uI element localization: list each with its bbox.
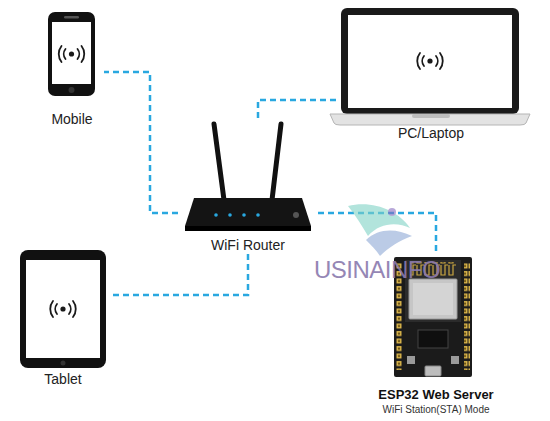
watermark-logo <box>348 204 412 256</box>
tablet-device: Tablet <box>16 246 110 388</box>
watermark-text: USINAINFO <box>314 256 440 284</box>
device-label: ESP32 Web Server <box>358 387 514 403</box>
device-label: Mobile <box>40 110 104 128</box>
label-group: ESP32 Web ServerWiFi Station(STA) Mode <box>358 387 514 416</box>
wifi-router: WiFi Router <box>178 118 318 254</box>
mobile-device: Mobile <box>40 8 104 128</box>
device-label: PC/Laptop <box>336 124 526 142</box>
label-group: WiFi Router <box>178 236 318 254</box>
wifi-link <box>104 72 178 213</box>
label-group: Mobile <box>40 110 104 128</box>
laptop-drawing <box>330 8 530 125</box>
tablet-drawing <box>20 250 106 368</box>
device-label: Tablet <box>16 370 110 388</box>
wifi-router-drawing <box>185 124 311 231</box>
wifi-link <box>258 100 336 118</box>
wifi-link <box>110 254 248 295</box>
label-group: Tablet <box>16 370 110 388</box>
mobile-phone-drawing <box>48 12 95 96</box>
device-sublabel: WiFi Station(STA) Mode <box>358 403 514 416</box>
label-group: PC/Laptop <box>336 124 526 142</box>
device-label: WiFi Router <box>178 236 318 254</box>
laptop-device: PC/Laptop <box>336 4 526 142</box>
